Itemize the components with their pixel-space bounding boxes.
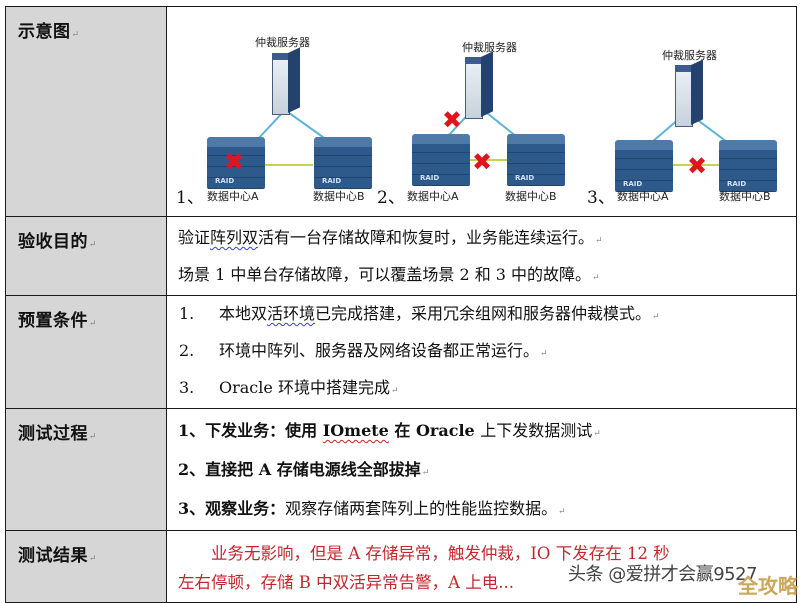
- row-purpose: 验收目的↵ 验证阵列双活有一台存储故障和恢复时，业务能连续运行。↵ 场景 1 中…: [5, 216, 797, 296]
- dc-b-label: 数据中心B: [505, 190, 557, 203]
- arbiter-server-icon: [272, 47, 300, 115]
- schematic-diagram: 仲裁服务器 RAID RAID ✖ 1、 数据中心A 数据中心B: [167, 7, 796, 216]
- storage-b-icon: RAID: [719, 140, 777, 192]
- row-diagram: 示意图↵ 仲裁服务器 RAID RAID ✖ 1、 数据中心A: [5, 6, 797, 217]
- purpose-line: 验证阵列双活有一台存储故障和恢复时，业务能连续运行。↵: [178, 228, 603, 247]
- watermark-text: 头条 @爱拼才会赢9527: [568, 564, 758, 585]
- label-cell: 验收目的↵: [5, 216, 167, 296]
- storage-b-icon: RAID: [507, 134, 565, 186]
- arbiter-server-icon: [465, 51, 493, 119]
- label-cell: 测试结果↵: [5, 530, 167, 603]
- test-case-table: 示意图↵ 仲裁服务器 RAID RAID ✖ 1、 数据中心A: [5, 6, 797, 603]
- row-preconditions: 预置条件↵ 1.本地双活环境已完成搭建，采用冗余组网和服务器仲裁模式。↵ 2.环…: [5, 295, 797, 409]
- watermark-brand-logo: 全攻略: [738, 574, 798, 598]
- test-step: 1、下发业务：使用 IOmete 在 Oracle 上下发数据测试↵: [178, 421, 601, 440]
- test-step: 3、观察业务：观察存储两套阵列上的性能监控数据。↵: [178, 499, 566, 518]
- failure-cross-icon: ✖: [472, 148, 493, 176]
- label-cell: 测试过程↵: [5, 408, 167, 531]
- storage-a-icon: RAID: [615, 140, 673, 192]
- dc-b-label: 数据中心B: [719, 190, 771, 203]
- diagram-cell: 仲裁服务器 RAID RAID ✖ 1、 数据中心A 数据中心B: [166, 6, 797, 217]
- precondition-item: 3.Oracle 环境中搭建完成↵: [179, 378, 399, 397]
- scene-number: 3、: [587, 188, 615, 208]
- paragraph-mark-icon: ↵: [89, 432, 98, 442]
- precondition-item: 1.本地双活环境已完成搭建，采用冗余组网和服务器仲裁模式。↵: [179, 304, 660, 323]
- failure-cross-icon: ✖: [224, 148, 245, 176]
- link-lines: [256, 109, 328, 166]
- label-cell: 示意图↵: [5, 6, 167, 217]
- test-result-cell: 业务无影响，但是 A 存储异常，触发仲裁，IO 下发存在 12 秒 左右停顿，存…: [166, 530, 797, 603]
- scene-number: 1、: [176, 188, 204, 208]
- dc-a-label: 数据中心A: [207, 190, 259, 203]
- paragraph-mark-icon: ↵: [89, 319, 98, 329]
- arbiter-label: 仲裁服务器: [462, 41, 517, 54]
- purpose-cell: 验证阵列双活有一台存储故障和恢复时，业务能连续运行。↵ 场景 1 中单台存储故障…: [166, 216, 797, 296]
- scene-3: 仲裁服务器 RAID RAID ✖ 3、 数据中心A 数据中心B: [587, 7, 797, 216]
- arbiter-label: 仲裁服务器: [255, 36, 310, 49]
- paragraph-mark-icon: ↵: [89, 554, 98, 564]
- scene-number: 2、: [377, 188, 405, 208]
- preconditions-cell: 1.本地双活环境已完成搭建，采用冗余组网和服务器仲裁模式。↵ 2.环境中阵列、服…: [166, 295, 797, 409]
- result-line: 左右停顿，存储 B 中双活异常告警，A 上电...: [178, 573, 515, 592]
- storage-a-icon: RAID: [207, 137, 265, 189]
- row-label: 预置条件: [18, 311, 88, 331]
- storage-a-icon: RAID: [412, 134, 470, 186]
- paragraph-mark-icon: ↵: [71, 30, 80, 40]
- label-cell: 预置条件↵: [5, 295, 167, 409]
- scene-1: 仲裁服务器 RAID RAID ✖ 1、 数据中心A 数据中心B: [167, 7, 377, 216]
- failure-cross-icon: ✖: [442, 106, 463, 134]
- test-step: 2、直接把 A 存储电源线全部拔掉↵: [178, 460, 430, 479]
- storage-b-icon: RAID: [314, 137, 372, 189]
- arbiter-label: 仲裁服务器: [662, 49, 717, 62]
- paragraph-mark-icon: ↵: [89, 240, 98, 250]
- row-test-process: 测试过程↵ 1、下发业务：使用 IOmete 在 Oracle 上下发数据测试↵…: [5, 408, 797, 531]
- spellcheck-underline: 活环境: [267, 304, 316, 323]
- row-test-result: 测试结果↵ 业务无影响，但是 A 存储异常，触发仲裁，IO 下发存在 12 秒 …: [5, 530, 797, 603]
- dc-a-label: 数据中心A: [617, 190, 669, 203]
- dc-b-label: 数据中心B: [313, 190, 365, 203]
- scene-2: 仲裁服务器 RAID RAID ✖ ✖ 2、 数据中心A 数据中心B: [377, 7, 587, 216]
- precondition-item: 2.环境中阵列、服务器及网络设备都正常运行。↵: [179, 341, 548, 360]
- test-process-cell: 1、下发业务：使用 IOmete 在 Oracle 上下发数据测试↵ 2、直接把…: [166, 408, 797, 531]
- purpose-line: 场景 1 中单台存储故障，可以覆盖场景 2 和 3 中的故障。↵: [178, 265, 600, 284]
- row-label: 测试结果: [18, 546, 88, 566]
- row-label: 测试过程: [18, 424, 88, 444]
- row-label: 验收目的: [18, 232, 88, 252]
- result-line: 业务无影响，但是 A 存储异常，触发仲裁，IO 下发存在 12 秒: [211, 544, 670, 563]
- failure-cross-icon: ✖: [687, 152, 708, 180]
- arbiter-server-icon: [675, 59, 703, 127]
- row-label: 示意图: [18, 22, 71, 42]
- spellcheck-underline: IOmete: [322, 421, 389, 440]
- dc-a-label: 数据中心A: [407, 190, 459, 203]
- spellcheck-underline: 阵列双: [210, 228, 259, 247]
